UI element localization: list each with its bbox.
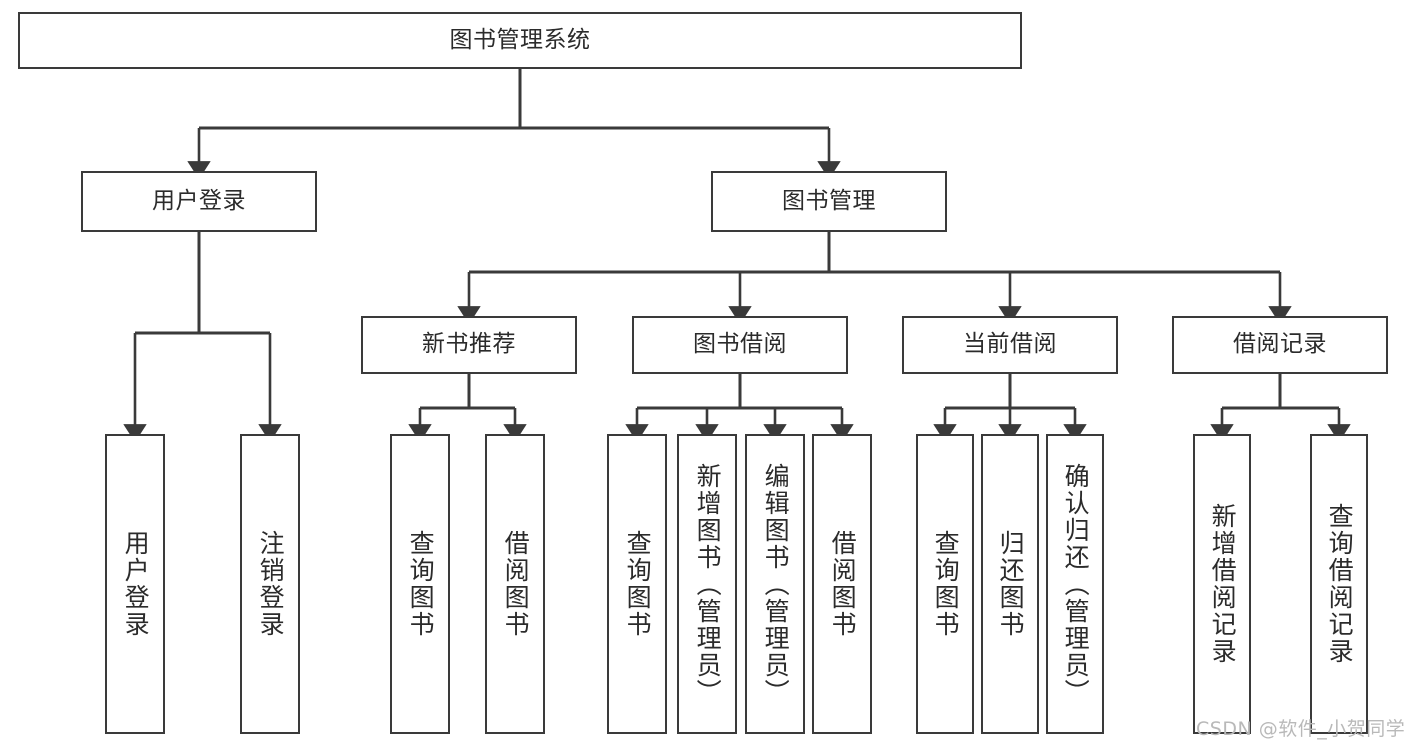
node-label-leaf_8: 查询图书 <box>931 530 961 638</box>
node-leaf_5[interactable]: 新增图书（管理员） <box>677 434 737 734</box>
node-label-leaf_7: 借阅图书 <box>828 530 858 638</box>
node-leaf_9[interactable]: 归还图书 <box>981 434 1039 734</box>
node-leaf_2[interactable]: 查询图书 <box>390 434 450 734</box>
node-l3_1[interactable]: 图书借阅 <box>632 316 848 374</box>
connector-lines <box>123 69 1351 443</box>
node-leaf_12[interactable]: 查询借阅记录 <box>1310 434 1368 734</box>
node-label-leaf_5: 新增图书（管理员） <box>693 462 723 706</box>
node-label-root: 图书管理系统 <box>449 26 591 53</box>
node-leaf_3[interactable]: 借阅图书 <box>485 434 545 734</box>
node-label-leaf_2: 查询图书 <box>406 530 436 638</box>
node-label-l3_3: 借阅记录 <box>1233 331 1327 358</box>
node-label-leaf_6: 编辑图书（管理员） <box>761 462 791 706</box>
node-label-l2_0: 用户登录 <box>152 187 246 214</box>
node-leaf_1[interactable]: 注销登录 <box>240 434 300 734</box>
node-label-l3_0: 新书推荐 <box>422 331 516 358</box>
node-leaf_7[interactable]: 借阅图书 <box>812 434 872 734</box>
node-label-l3_1: 图书借阅 <box>693 331 787 358</box>
node-label-leaf_10: 确认归还（管理员） <box>1061 462 1091 706</box>
node-leaf_8[interactable]: 查询图书 <box>916 434 974 734</box>
node-label-leaf_9: 归还图书 <box>996 530 1026 638</box>
node-label-leaf_4: 查询图书 <box>623 530 653 638</box>
node-leaf_4[interactable]: 查询图书 <box>607 434 667 734</box>
node-label-leaf_3: 借阅图书 <box>501 530 531 638</box>
node-label-l3_2: 当前借阅 <box>963 331 1057 358</box>
node-l3_2[interactable]: 当前借阅 <box>902 316 1118 374</box>
node-label-l2_1: 图书管理 <box>782 187 876 214</box>
node-label-leaf_11: 新增借阅记录 <box>1208 503 1238 665</box>
node-label-leaf_0: 用户登录 <box>121 530 151 638</box>
node-label-leaf_1: 注销登录 <box>256 530 286 638</box>
node-l3_3[interactable]: 借阅记录 <box>1172 316 1388 374</box>
node-l2_0[interactable]: 用户登录 <box>81 171 317 232</box>
node-l2_1[interactable]: 图书管理 <box>711 171 947 232</box>
watermark-label: CSDN @软件_小贺同学 <box>1196 718 1405 740</box>
node-leaf_10[interactable]: 确认归还（管理员） <box>1046 434 1104 734</box>
node-root[interactable]: 图书管理系统 <box>18 12 1022 69</box>
node-leaf_6[interactable]: 编辑图书（管理员） <box>745 434 805 734</box>
node-leaf_11[interactable]: 新增借阅记录 <box>1193 434 1251 734</box>
node-l3_0[interactable]: 新书推荐 <box>361 316 577 374</box>
node-leaf_0[interactable]: 用户登录 <box>105 434 165 734</box>
node-label-leaf_12: 查询借阅记录 <box>1325 503 1355 665</box>
